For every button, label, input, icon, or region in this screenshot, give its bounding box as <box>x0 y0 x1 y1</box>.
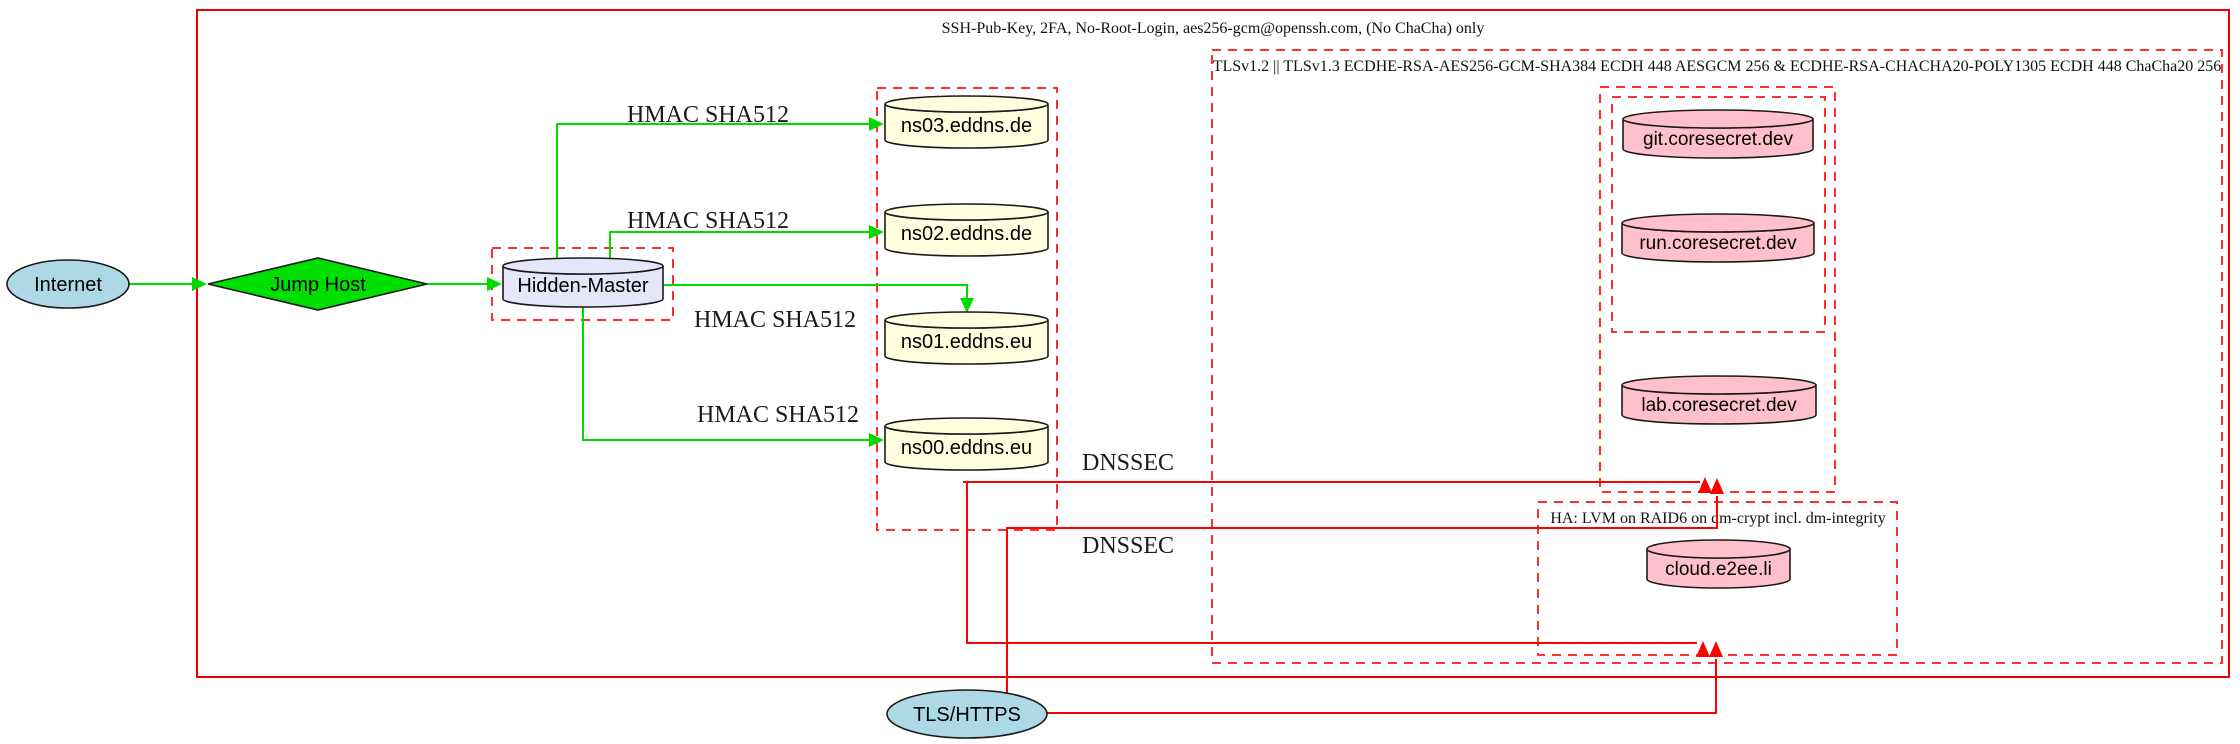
cluster-ssh: SSH-Pub-Key, 2FA, No-Root-Login, aes256-… <box>196 9 2230 678</box>
arrowhead <box>487 277 502 291</box>
arrowhead <box>1698 477 1712 493</box>
edge-label-dnssec-1: DNSSEC <box>1082 450 1174 476</box>
node-ns00: ns00.eddns.eu <box>884 417 1049 471</box>
node-hidden-master: Hidden-Master <box>502 257 664 308</box>
arrowhead <box>960 298 974 313</box>
diamond-shape <box>207 257 428 311</box>
node-ns00-label: ns00.eddns.eu <box>901 437 1032 459</box>
node-ns02: ns02.eddns.de <box>884 203 1049 257</box>
arrowhead <box>1710 478 1724 494</box>
node-ns02-label: ns02.eddns.de <box>901 223 1032 245</box>
node-tls-https-label: TLS/HTTPS <box>913 704 1021 726</box>
arrowhead <box>1709 641 1723 657</box>
cluster-ssh-border <box>196 9 2230 678</box>
cluster-tls-label: TLSv1.2 || TLSv1.3 ECDHE-RSA-AES256-GCM-… <box>1213 58 2222 75</box>
arrowhead <box>869 433 884 447</box>
node-cloud: cloud.e2ee.li <box>1646 539 1791 589</box>
edge-hiddenmaster-to-ns00 <box>582 306 884 447</box>
edge-label-hmac-ns03: HMAC SHA512 <box>627 102 789 128</box>
node-run-label: run.coresecret.dev <box>1639 233 1797 254</box>
node-ns03-label: ns03.eddns.de <box>901 115 1032 137</box>
node-jump-host: Jump Host <box>207 257 428 311</box>
node-git-label: git.coresecret.dev <box>1643 129 1793 150</box>
node-internet-label: Internet <box>34 274 102 296</box>
node-lab: lab.coresecret.dev <box>1621 375 1817 425</box>
node-ns01: ns01.eddns.eu <box>884 311 1049 365</box>
edge-label-dnssec-2: DNSSEC <box>1082 533 1174 559</box>
edge-internet-to-jumphost <box>129 277 207 291</box>
edge-ns00-dnssec-to-ha-cluster <box>966 482 1710 657</box>
edge-hiddenmaster-to-ns03 <box>556 117 884 259</box>
edge-hiddenmaster-to-ns01 <box>664 284 974 313</box>
edge-tlshttps-to-ha-cluster <box>1047 641 1723 714</box>
edge-hiddenmaster-to-ns02 <box>609 225 884 259</box>
node-run: run.coresecret.dev <box>1621 213 1815 263</box>
arrowhead <box>869 117 884 131</box>
node-ns01-label: ns01.eddns.eu <box>901 331 1032 353</box>
edge-label-hmac-ns00: HMAC SHA512 <box>697 402 859 428</box>
node-ns03: ns03.eddns.de <box>884 95 1049 149</box>
edge-tlshttps-to-dev-cluster <box>1006 478 1724 694</box>
edge-ns00-dnssec-to-dev-cluster <box>963 477 1712 493</box>
node-jump-host-label: Jump Host <box>270 274 366 296</box>
node-cloud-label: cloud.e2ee.li <box>1665 559 1772 580</box>
arrowhead <box>869 225 884 239</box>
edge-label-hmac-ns01: HMAC SHA512 <box>694 307 856 333</box>
node-internet: Internet <box>6 259 130 309</box>
node-tls-https: TLS/HTTPS <box>886 689 1048 739</box>
node-lab-label: lab.coresecret.dev <box>1641 395 1797 416</box>
arrowhead <box>1696 641 1710 657</box>
edge-jumphost-to-hiddenmaster <box>427 277 502 291</box>
node-hidden-master-label: Hidden-Master <box>517 275 649 297</box>
edge-label-hmac-ns02: HMAC SHA512 <box>627 208 789 234</box>
cluster-ssh-label: SSH-Pub-Key, 2FA, No-Root-Login, aes256-… <box>942 20 1485 37</box>
node-git: git.coresecret.dev <box>1622 109 1814 159</box>
arrowhead <box>192 277 207 291</box>
